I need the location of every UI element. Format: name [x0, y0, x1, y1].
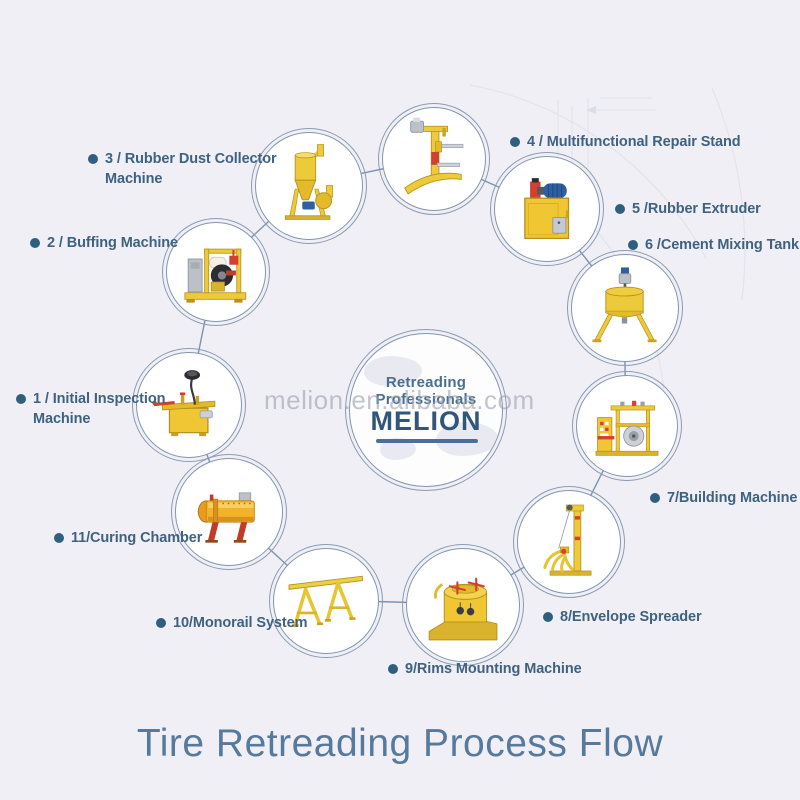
- rims-mounting-machine-illustration: [428, 577, 498, 641]
- process-step-1-circle: [132, 348, 246, 462]
- sketch-arrow-icon: [586, 106, 596, 114]
- envelope-spreader-illustration: [543, 504, 592, 576]
- buffing-machine-illustration: [184, 248, 247, 303]
- step-bullet-icon: [650, 493, 660, 503]
- page-title: Tire Retreading Process Flow: [136, 722, 664, 765]
- step-label-8: 8/Envelope Spreader: [543, 607, 702, 627]
- cement-mixing-tank-illustration: [592, 267, 658, 343]
- step-bullet-icon: [388, 664, 398, 674]
- step-bullet-icon: [54, 533, 64, 543]
- step-label-6: 6 /Cement Mixing Tank: [628, 235, 799, 255]
- step-bullet-icon: [628, 240, 638, 250]
- process-step-11-circle: [171, 454, 287, 570]
- step-bullet-icon: [16, 394, 26, 404]
- process-step-7-circle: [572, 371, 682, 481]
- initial-inspection-machine-illustration: [152, 370, 216, 437]
- process-step-9-circle: [402, 544, 524, 666]
- step-label-5: 5 /Rubber Extruder: [615, 199, 761, 219]
- center-brand-circle: Retreading Professionals MELION: [345, 329, 507, 491]
- process-step-10-circle: [269, 544, 383, 658]
- process-step-3-circle: [251, 128, 367, 244]
- step-label-11: 11/Curing Chamber: [54, 528, 202, 548]
- curing-chamber-illustration: [198, 492, 256, 544]
- process-step-6-circle: [567, 250, 683, 366]
- process-step-5-circle: [490, 152, 604, 266]
- step-bullet-icon: [30, 238, 40, 248]
- step-label-2: 2 / Buffing Machine: [30, 233, 178, 253]
- step-bullet-icon: [543, 612, 553, 622]
- monorail-system-illustration: [288, 576, 364, 628]
- watermark-url-text: melion.en.alibaba.com: [264, 385, 535, 415]
- multifunctional-repair-stand-illustration: [404, 117, 464, 195]
- brand-logo-text: MELION: [370, 406, 482, 436]
- world-map-watermark: [380, 438, 416, 460]
- building-machine-illustration: [595, 400, 659, 456]
- brand-underline: [376, 439, 478, 443]
- process-step-2-circle: [162, 218, 270, 326]
- step-label-7: 7/Building Machine: [650, 488, 797, 508]
- step-label-10: 10/Monorail System: [156, 613, 307, 633]
- step-label-9: 9/Rims Mounting Machine: [388, 659, 582, 679]
- brand-tagline: Retreading Professionals: [375, 374, 477, 408]
- step-bullet-icon: [88, 154, 98, 164]
- process-step-8-circle: [513, 486, 625, 598]
- rubber-extruder-illustration: [524, 178, 570, 240]
- step-bullet-icon: [510, 137, 520, 147]
- step-bullet-icon: [615, 204, 625, 214]
- step-label-4: 4 / Multifunctional Repair Stand: [510, 132, 741, 152]
- step-bullet-icon: [156, 618, 166, 628]
- rubber-dust-collector-illustration: [285, 144, 334, 221]
- process-step-4-circle: [378, 103, 490, 215]
- world-map-watermark: [364, 356, 422, 386]
